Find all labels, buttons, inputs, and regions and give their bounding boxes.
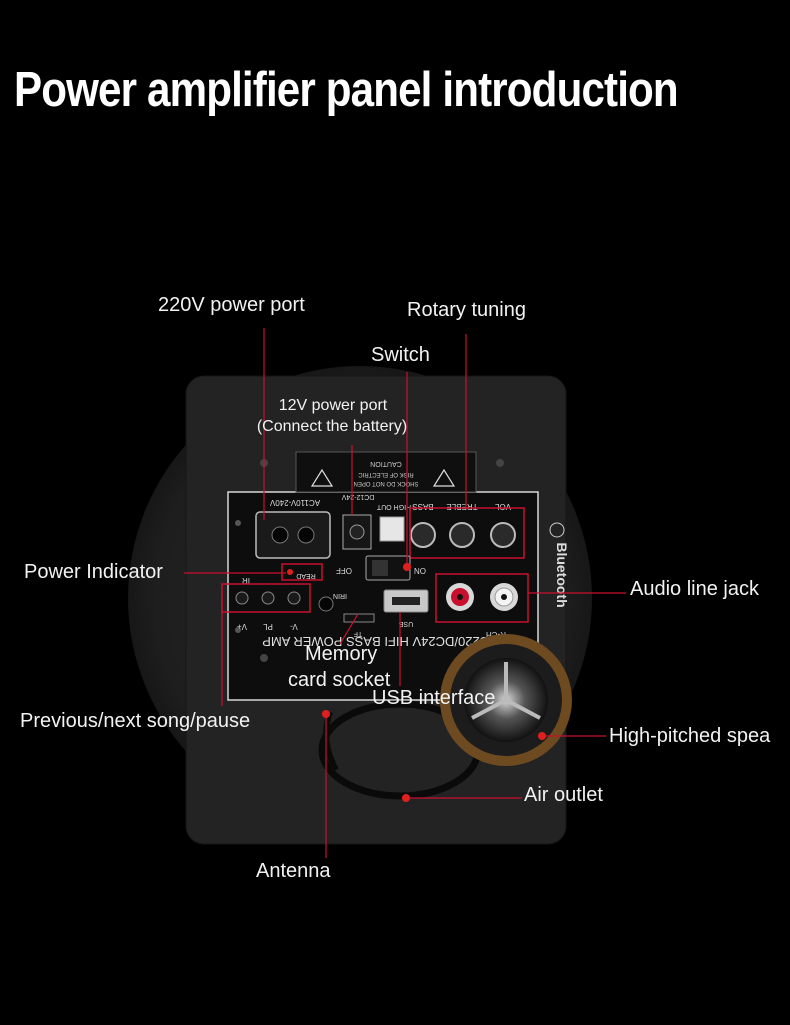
on-label: ON xyxy=(414,566,426,575)
label-prev-next-pause: Previous/next song/pause xyxy=(20,710,251,732)
v-plus-button[interactable] xyxy=(235,591,249,605)
rch-label: R-CH xyxy=(486,630,506,639)
callout-lines xyxy=(184,328,626,858)
screw xyxy=(235,520,241,526)
v-minus-button[interactable] xyxy=(287,591,301,605)
dc-rating-text: DC12-24V xyxy=(341,493,374,500)
switch-rocker xyxy=(372,560,388,576)
btn-label-vplus: V+ xyxy=(237,622,247,631)
page-title: Power amplifier panel introduction xyxy=(14,63,679,117)
bass-label: BASS xyxy=(412,502,433,511)
tf-card-slot[interactable] xyxy=(343,613,375,623)
ac-rating-text: AC110V-240V xyxy=(269,498,320,507)
label-12v-power-port-note: (Connect the battery) xyxy=(256,418,408,435)
btn-label-pl: PL xyxy=(263,622,273,631)
label-antenna: Antenna xyxy=(256,860,331,882)
usb-port-cavity xyxy=(392,597,420,605)
ir-label: IR xyxy=(242,576,250,585)
screw xyxy=(235,627,241,633)
label-usb-interface: USB interface xyxy=(372,687,496,709)
rca-jack-white-pin xyxy=(501,594,507,600)
label-220v-power-port: 220V power port xyxy=(158,294,305,316)
ac-power-socket xyxy=(255,511,331,559)
tf-label: TF xyxy=(354,630,363,637)
bluetooth-icon xyxy=(549,522,565,538)
high-out-text: HIGH OUT xyxy=(376,503,411,510)
high-out-terminal xyxy=(379,516,405,542)
rca-jack-red-pin xyxy=(457,594,463,600)
label-air-outlet: Air outlet xyxy=(524,784,603,806)
treble-knob[interactable] xyxy=(449,522,475,548)
callout-dots xyxy=(322,563,546,802)
label-power-indicator: Power Indicator xyxy=(24,561,163,583)
label-memory-card-line1: Memory xyxy=(305,643,378,665)
play-pause-button[interactable] xyxy=(261,591,275,605)
irin-label: IRIN xyxy=(333,592,347,599)
lightning-icon xyxy=(432,468,456,487)
screw xyxy=(260,654,268,662)
ir-input-jack xyxy=(318,596,334,612)
warning-icon xyxy=(310,468,334,487)
off-label: OFF xyxy=(336,566,352,575)
model-text: AC220/DC24V HIFI BASS POWER AMP xyxy=(262,634,498,649)
ac-pin-hole xyxy=(297,526,315,544)
bluetooth-brand: Bluetooth xyxy=(554,542,570,607)
label-audio-line-jack: Audio line jack xyxy=(630,578,759,600)
read-label: READ xyxy=(296,572,315,579)
label-12v-power-port: 12V power port xyxy=(278,397,388,414)
power-indicator-highlight xyxy=(281,563,323,581)
caution-text-2: RISK OF ELECTRIC xyxy=(358,471,414,477)
tweeter-grille xyxy=(471,662,541,720)
caution-text-3: SHOCK DO NOT OPEN xyxy=(354,480,419,486)
ac-pin-hole xyxy=(271,526,289,544)
vol-label: VOL xyxy=(494,502,511,511)
label-rotary-tuning: Rotary tuning xyxy=(407,299,526,321)
label-memory-card-line2: card socket xyxy=(288,669,391,691)
rotary-tuning-highlight xyxy=(409,507,525,559)
usb-label: USB xyxy=(398,620,413,627)
dc-jack-hole xyxy=(349,524,365,540)
bass-knob[interactable] xyxy=(410,522,436,548)
label-switch: Switch xyxy=(371,344,430,366)
caution-text-1: CAUTION xyxy=(370,460,402,467)
label-high-pitched-speaker: High-pitched spea xyxy=(609,725,771,747)
treble-label: TREBLE xyxy=(446,502,477,511)
caution-strip xyxy=(295,451,477,493)
screw xyxy=(496,459,504,467)
btn-label-vminus: V- xyxy=(290,622,298,631)
power-led xyxy=(287,569,293,575)
audio-jack-highlight xyxy=(435,573,529,623)
vol-knob[interactable] xyxy=(490,522,516,548)
